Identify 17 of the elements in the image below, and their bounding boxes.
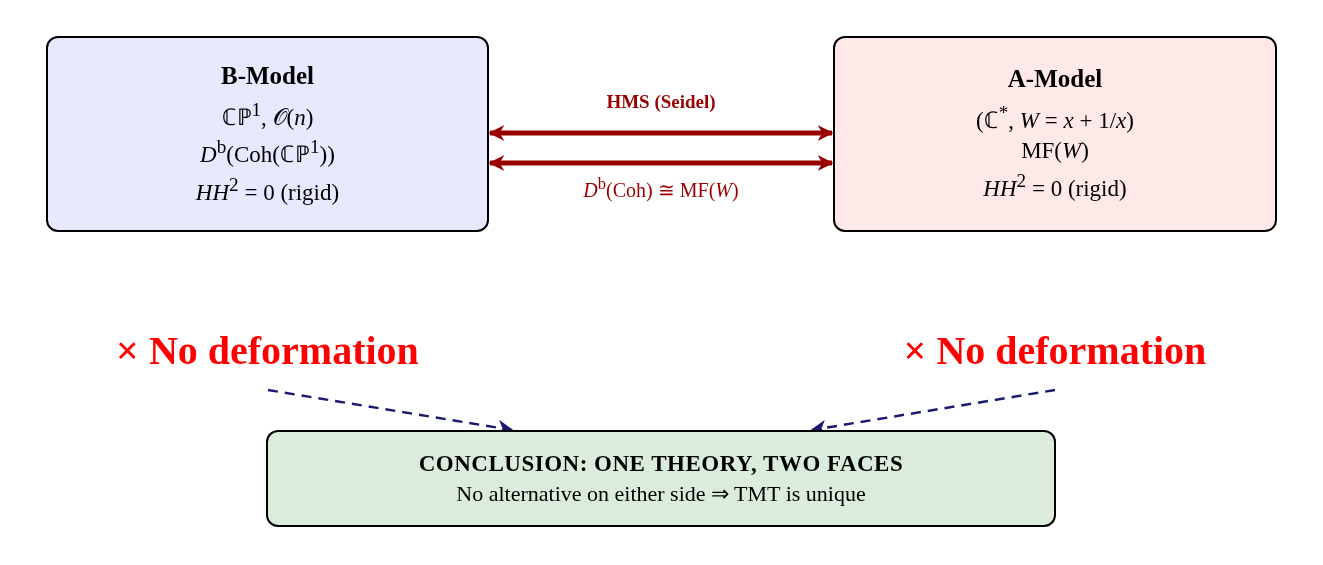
conclusion-heading: CONCLUSION: ONE THEORY, TWO FACES — [418, 449, 904, 478]
math-line: (ℂ$^{*}$, W = x + 1/x) — [976, 101, 1134, 135]
math-line: HH$^{2}$ = 0 (rigid) — [195, 172, 340, 207]
conclusion-text: No alternative on either side ⇒ TMT is unique — [456, 479, 866, 508]
math-line: D$^{b}$(Coh(ℂℙ$^{1}$)) — [200, 135, 335, 169]
double-arrow — [488, 155, 834, 171]
box-heading: A-Model — [1007, 64, 1103, 95]
model-box — [46, 36, 489, 232]
conclusion-box — [266, 430, 1056, 527]
model-box — [833, 36, 1277, 232]
double-arrow — [488, 125, 834, 141]
warning-text: × No deformation — [116, 326, 419, 374]
math-line: HH$^{2}$ = 0 (rigid) — [983, 169, 1127, 203]
math-line: MF(W) — [1021, 137, 1089, 165]
warning-text: × No deformation — [903, 326, 1207, 374]
math-line: ℂℙ$^{1}$, 𝒪(n) — [221, 97, 314, 132]
box-heading: B-Model — [220, 60, 314, 91]
